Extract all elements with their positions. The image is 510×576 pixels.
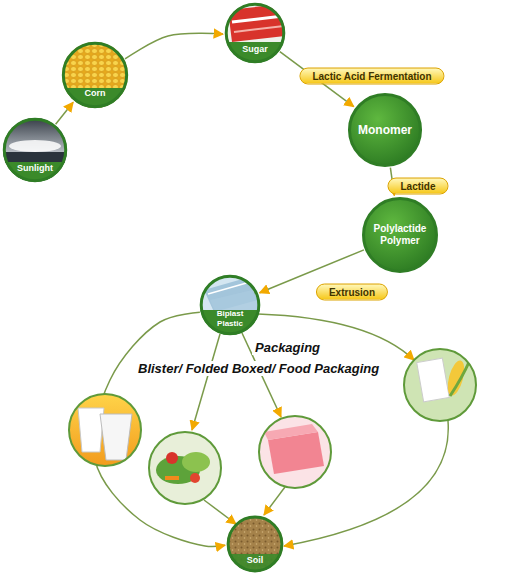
circle-outline: [62, 42, 128, 108]
flow-arrow: [56, 102, 74, 124]
packaging-label: Packaging: [252, 340, 323, 355]
node-label: Monomer: [358, 123, 412, 137]
picture-circle: Soil: [227, 516, 283, 572]
process-circle: Polylactide Polymer: [362, 197, 438, 273]
node-label: Biplast Plastic: [207, 309, 253, 329]
picture-circle: Sunlight: [3, 118, 67, 182]
node-label: Polylactide Polymer: [369, 223, 431, 247]
step-banner: Lactide: [387, 178, 448, 195]
node-label: Sugar: [242, 44, 268, 55]
picture-circle: Sugar: [225, 3, 285, 63]
node-label: Corn: [85, 88, 106, 99]
flow-arrow: [125, 33, 223, 59]
step-banner: Extrusion: [316, 284, 388, 301]
node-label: Soil: [247, 555, 264, 566]
picture-circle: Biplast Plastic: [200, 275, 260, 335]
packaging-label: Blister/ Folded Boxed/ Food Packaging: [135, 361, 382, 376]
node-label: Sunlight: [17, 163, 53, 174]
flow-arrow: [93, 312, 225, 546]
process-circle: Monomer: [348, 93, 422, 167]
picture-circle: Corn: [62, 42, 128, 108]
step-banner: Lactic Acid Fermentation: [299, 68, 444, 85]
